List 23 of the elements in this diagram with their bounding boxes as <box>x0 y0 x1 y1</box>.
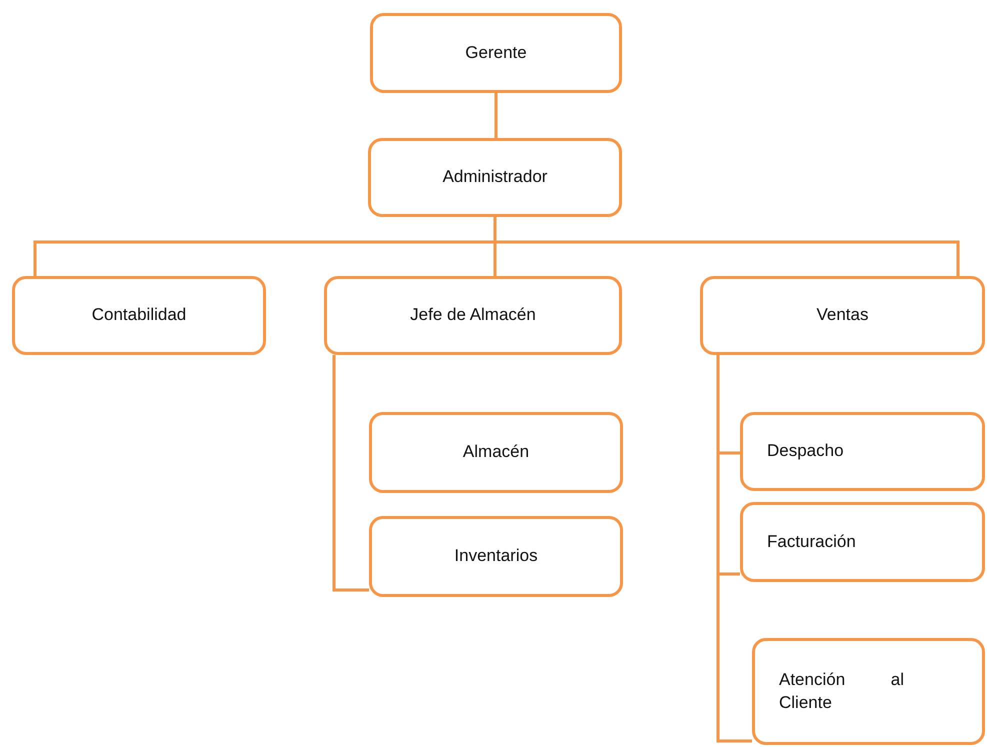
box-label: Gerente <box>465 42 527 64</box>
box-label: Jefe de Almacén <box>410 304 536 326</box>
org-box <box>12 276 266 355</box>
box-label: Administrador <box>442 166 548 188</box>
box-label: Facturación <box>767 530 856 553</box>
org-box <box>324 276 622 355</box>
connector-line <box>716 355 752 742</box>
connector-line <box>494 93 498 138</box>
org-box <box>369 516 623 597</box>
org-box <box>368 138 622 217</box>
box-label: Inventarios <box>454 545 538 568</box>
org-box <box>369 412 623 493</box>
connector-line <box>332 355 369 592</box>
org-box <box>740 412 985 491</box>
org-box <box>700 276 985 355</box>
org-box <box>370 13 622 93</box>
box-label: Almacén <box>462 441 530 464</box>
org-box <box>740 502 985 582</box>
org-box <box>752 638 985 745</box>
box-label: Contabilidad <box>92 304 186 326</box>
box-label: Atención al Cliente <box>779 669 904 714</box>
box-label: Despacho <box>767 440 844 462</box>
box-label: Ventas <box>816 304 868 326</box>
